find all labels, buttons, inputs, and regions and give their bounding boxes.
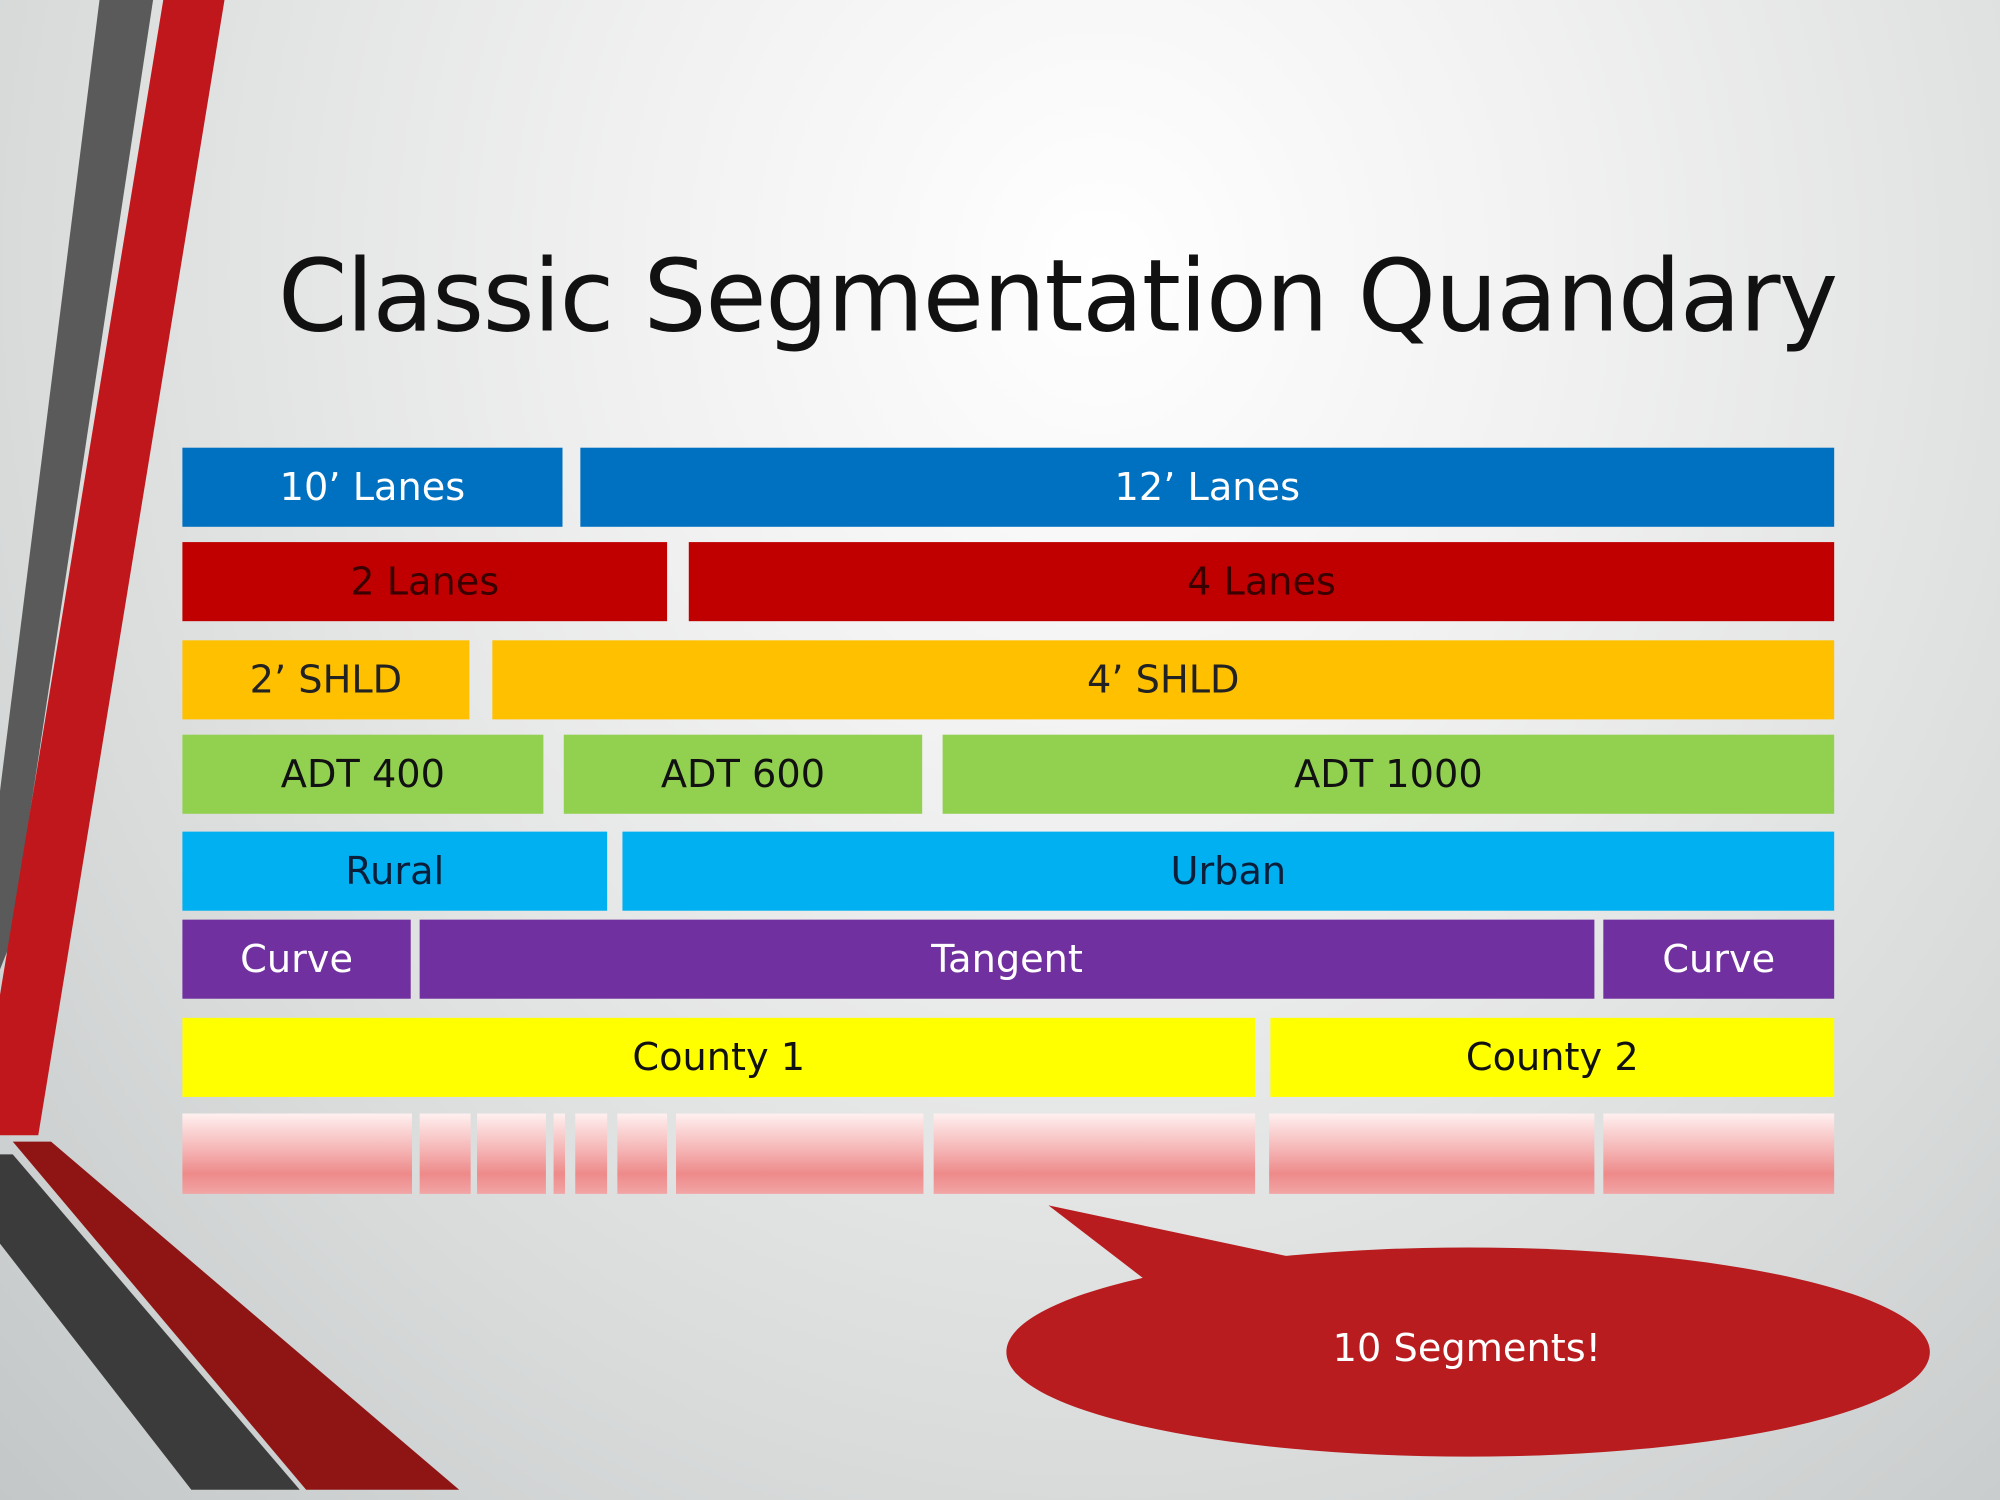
segment-10 [1603,1113,1835,1194]
segment-2 [419,1113,471,1194]
bar-adt-400: ADT 400 [182,734,544,814]
bar-urban: Urban [622,831,1835,911]
bar-tangent: Tangent [419,919,1595,999]
bar-county-2: County 2 [1270,1017,1835,1097]
bar-adt-600: ADT 600 [563,734,923,814]
segment-1 [182,1113,412,1194]
bar-curve-2: Curve [1603,919,1835,999]
bar-2ft-shoulder: 2’ SHLD [182,640,470,720]
segment-3 [477,1113,546,1194]
segment-9 [1269,1113,1595,1194]
bar-4-lanes: 4 Lanes [688,542,1835,622]
bar-10ft-lanes: 10’ Lanes [182,447,563,527]
segment-8 [933,1113,1256,1194]
bar-4ft-shoulder: 4’ SHLD [492,640,1835,720]
segment-5 [575,1113,608,1194]
bar-county-1: County 1 [182,1017,1256,1097]
slide-title: Classic Segmentation Quandary [277,239,1838,355]
bar-adt-1000: ADT 1000 [942,734,1835,814]
bar-12ft-lanes: 12’ Lanes [580,447,1835,527]
callout-text: 10 Segments! [1332,1326,1602,1372]
bar-curve-1: Curve [182,919,411,999]
segment-7 [676,1113,924,1194]
bar-rural: Rural [182,831,608,911]
segment-4 [553,1113,566,1194]
bar-2-lanes: 2 Lanes [182,542,668,622]
segment-6 [617,1113,668,1194]
